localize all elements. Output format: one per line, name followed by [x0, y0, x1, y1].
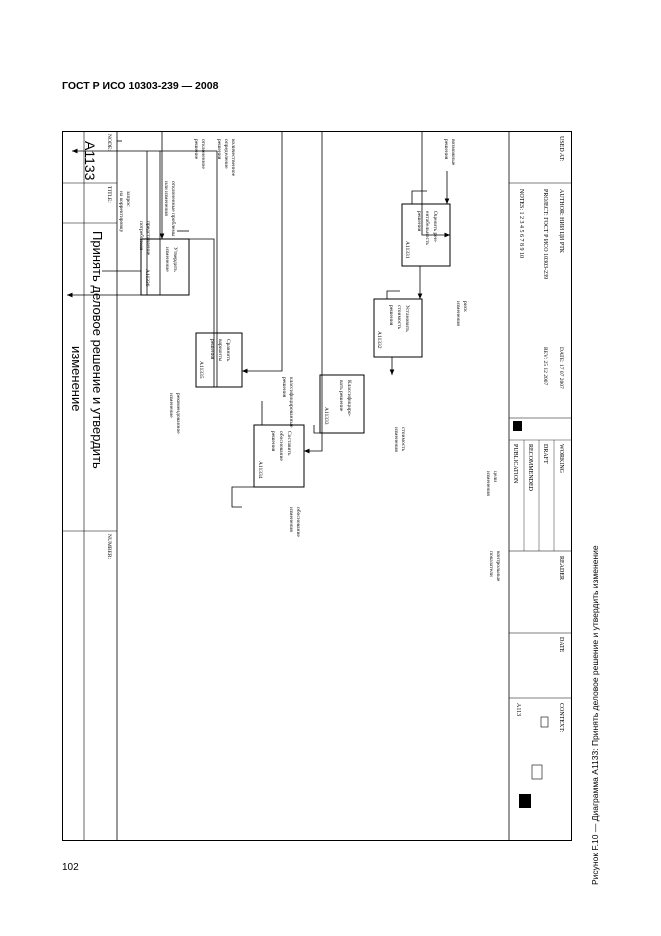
- used-at-label: USED AT:: [558, 136, 564, 162]
- svg-text:решения: решения: [281, 377, 287, 398]
- label-classified: классифицированные: [288, 377, 295, 428]
- box-a11333: Классифициро- вать решение A11333: [319, 374, 365, 434]
- context-label: CONTEXT:: [558, 703, 564, 733]
- label-quantitative: количественное: [230, 139, 236, 177]
- publication-checkbox: [513, 421, 522, 431]
- title-line2: изменение: [69, 346, 84, 411]
- label-justification: обоснование: [295, 507, 302, 537]
- svg-text:показатели: показатели: [488, 551, 494, 577]
- svg-text:ентабельность: ентабельность: [424, 211, 431, 245]
- status-recommended: RECOMMENDED: [527, 444, 533, 492]
- svg-text:Сравнить: Сравнить: [225, 339, 231, 362]
- rev-label: REV: 25 12 2007: [542, 347, 548, 385]
- page-number: 102: [62, 862, 79, 873]
- label-correction: запрос: [125, 191, 131, 207]
- svg-text:решения: решения: [443, 139, 449, 160]
- svg-text:решения: решения: [416, 211, 422, 232]
- node-label: NODE:: [106, 134, 112, 151]
- svg-text:обоснование: обоснование: [278, 431, 285, 461]
- idef0-diagram: USED AT: AUTHOR: НИИ ЦИ РТК PROJECT: ГОС…: [62, 131, 572, 841]
- svg-text:Составить: Составить: [286, 431, 292, 456]
- svg-text:решения: решения: [388, 305, 394, 326]
- svg-text:вать решение: вать решение: [338, 380, 344, 412]
- svg-text:решения: решения: [209, 339, 215, 360]
- context-node: A113: [515, 703, 521, 716]
- context-box-small: [540, 716, 549, 728]
- svg-text:варианты: варианты: [217, 339, 223, 361]
- label-input-proposals: возможные: [450, 139, 456, 166]
- svg-text:решение: решение: [193, 139, 199, 160]
- svg-text:изменение: изменение: [164, 247, 170, 272]
- svg-text:A11333: A11333: [323, 407, 329, 425]
- svg-text:изменения: изменения: [288, 507, 294, 532]
- svg-text:стоимость: стоимость: [396, 305, 402, 330]
- status-publication: PUBLICATION: [512, 444, 518, 484]
- label-change-goals: цели: [492, 471, 498, 482]
- label-control-points: контрольные: [495, 551, 501, 582]
- svg-text:Утвердить: Утвердить: [172, 247, 178, 272]
- date-label: DATE: 17 07 2007: [558, 347, 564, 389]
- label-rejected-problems: отклоненные проблемы: [170, 181, 177, 237]
- svg-text:определение: определение: [223, 139, 229, 169]
- context-box-medium: [531, 764, 543, 780]
- label-change-cost: стоимость: [400, 427, 406, 452]
- box-a11332: Установить стоимость решения A11332: [373, 298, 423, 358]
- svg-text:потребителя: потребителя: [138, 221, 145, 251]
- svg-text:изменения: изменения: [393, 427, 399, 452]
- svg-text:A11331: A11331: [404, 241, 410, 259]
- label-customer-rep: представление: [145, 221, 151, 256]
- document-header: ГОСТ Р ИСО 10303-239 — 2008: [62, 80, 219, 92]
- svg-text:A11334: A11334: [257, 461, 263, 479]
- status-working: WORKING: [558, 444, 564, 474]
- svg-text:или изменения: или изменения: [163, 181, 169, 216]
- figure-caption: Рисунок F.10 — Диаграмма А1133: Принять …: [590, 545, 600, 885]
- date2-label: DATE: [558, 637, 564, 653]
- author-label: AUTHOR: НИИ ЦИ РТК: [558, 189, 564, 254]
- frame-border: [62, 131, 572, 841]
- svg-text:решения: решения: [270, 431, 276, 452]
- svg-text:Установить: Установить: [404, 305, 410, 332]
- notes-label: NOTES: 1 2 3 4 5 6 7 8 9 10: [518, 189, 524, 258]
- svg-text:изменения: изменения: [455, 301, 461, 326]
- label-change-risk: риск: [462, 301, 468, 312]
- context-box-filled: [519, 794, 531, 808]
- svg-text:A11332: A11332: [376, 331, 382, 349]
- project-label: PROJECT: ГОСТ Р ИСО 10303-239: [542, 189, 548, 279]
- box-a11334: Составить обоснование решения A11334: [253, 424, 305, 488]
- node-value: A1133: [82, 141, 98, 181]
- title-label: TITLE:: [106, 186, 112, 203]
- svg-text:A11335: A11335: [198, 361, 204, 379]
- svg-text:изменения: изменения: [485, 471, 491, 496]
- svg-text:Классифициро-: Классифициро-: [346, 380, 353, 417]
- connector-arrows: [67, 131, 450, 508]
- svg-text:на корректировку: на корректировку: [118, 191, 124, 232]
- title-line1: Принять деловое решение и утвердить: [90, 231, 105, 469]
- number-label: NUMBER:: [106, 534, 112, 560]
- svg-text:решения: решения: [216, 139, 222, 160]
- arrow-labels: возможные решения количественное определ…: [118, 139, 501, 582]
- svg-text:изменение: изменение: [168, 393, 174, 418]
- svg-text:Оценить рен-: Оценить рен-: [432, 211, 438, 243]
- label-recommended: рекомендованное: [175, 393, 181, 434]
- label-rejected: отклоненное: [200, 139, 206, 169]
- reader-label: READER: [558, 556, 564, 580]
- status-draft: DRAFT: [542, 444, 548, 464]
- box-a11335: Сравнить варианты решения A11335: [195, 332, 243, 388]
